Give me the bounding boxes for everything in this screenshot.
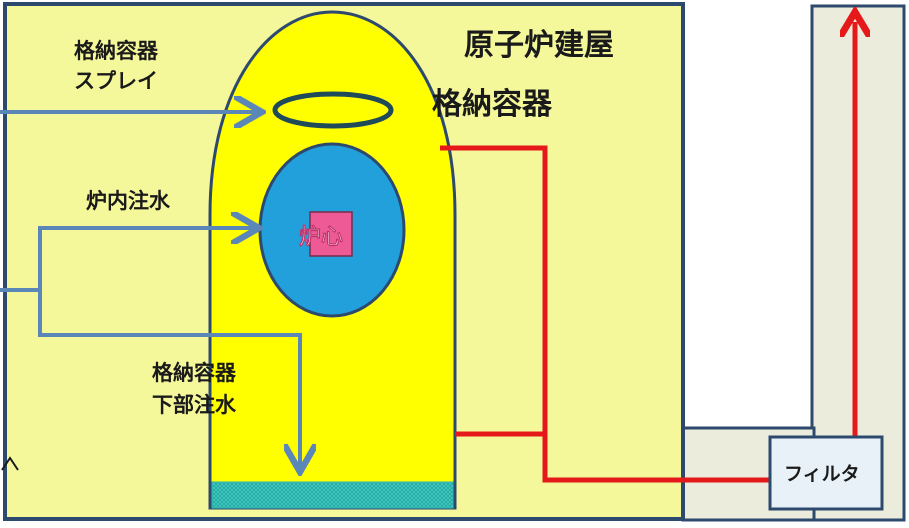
- spray-label-line2: スプレイ: [74, 69, 158, 93]
- building-label: 原子炉建屋: [464, 28, 614, 63]
- left-edge-arrow-icon: [1, 456, 19, 471]
- vent-lines: [440, 22, 855, 483]
- injection-label: 炉内注水: [86, 189, 171, 213]
- containment-floor-pool: [211, 481, 454, 509]
- vent-line-upper: [440, 145, 770, 483]
- filter-label: フィルタ: [784, 463, 860, 485]
- water-lines: [0, 112, 300, 468]
- lower-injection-line: [38, 290, 300, 468]
- reactor-core: [309, 211, 353, 257]
- lower-injection-label-line1: 格納容器: [152, 361, 237, 385]
- exhaust-stack: [810, 4, 906, 522]
- containment-label: 格納容器: [432, 87, 553, 122]
- spray-label-line1: 格納容器: [74, 39, 159, 63]
- core-label: 炉心: [299, 225, 343, 250]
- lower-injection-label-line2: 下部注水: [152, 393, 237, 417]
- filter-box: [768, 435, 884, 511]
- spray-ring-icon: [272, 91, 394, 129]
